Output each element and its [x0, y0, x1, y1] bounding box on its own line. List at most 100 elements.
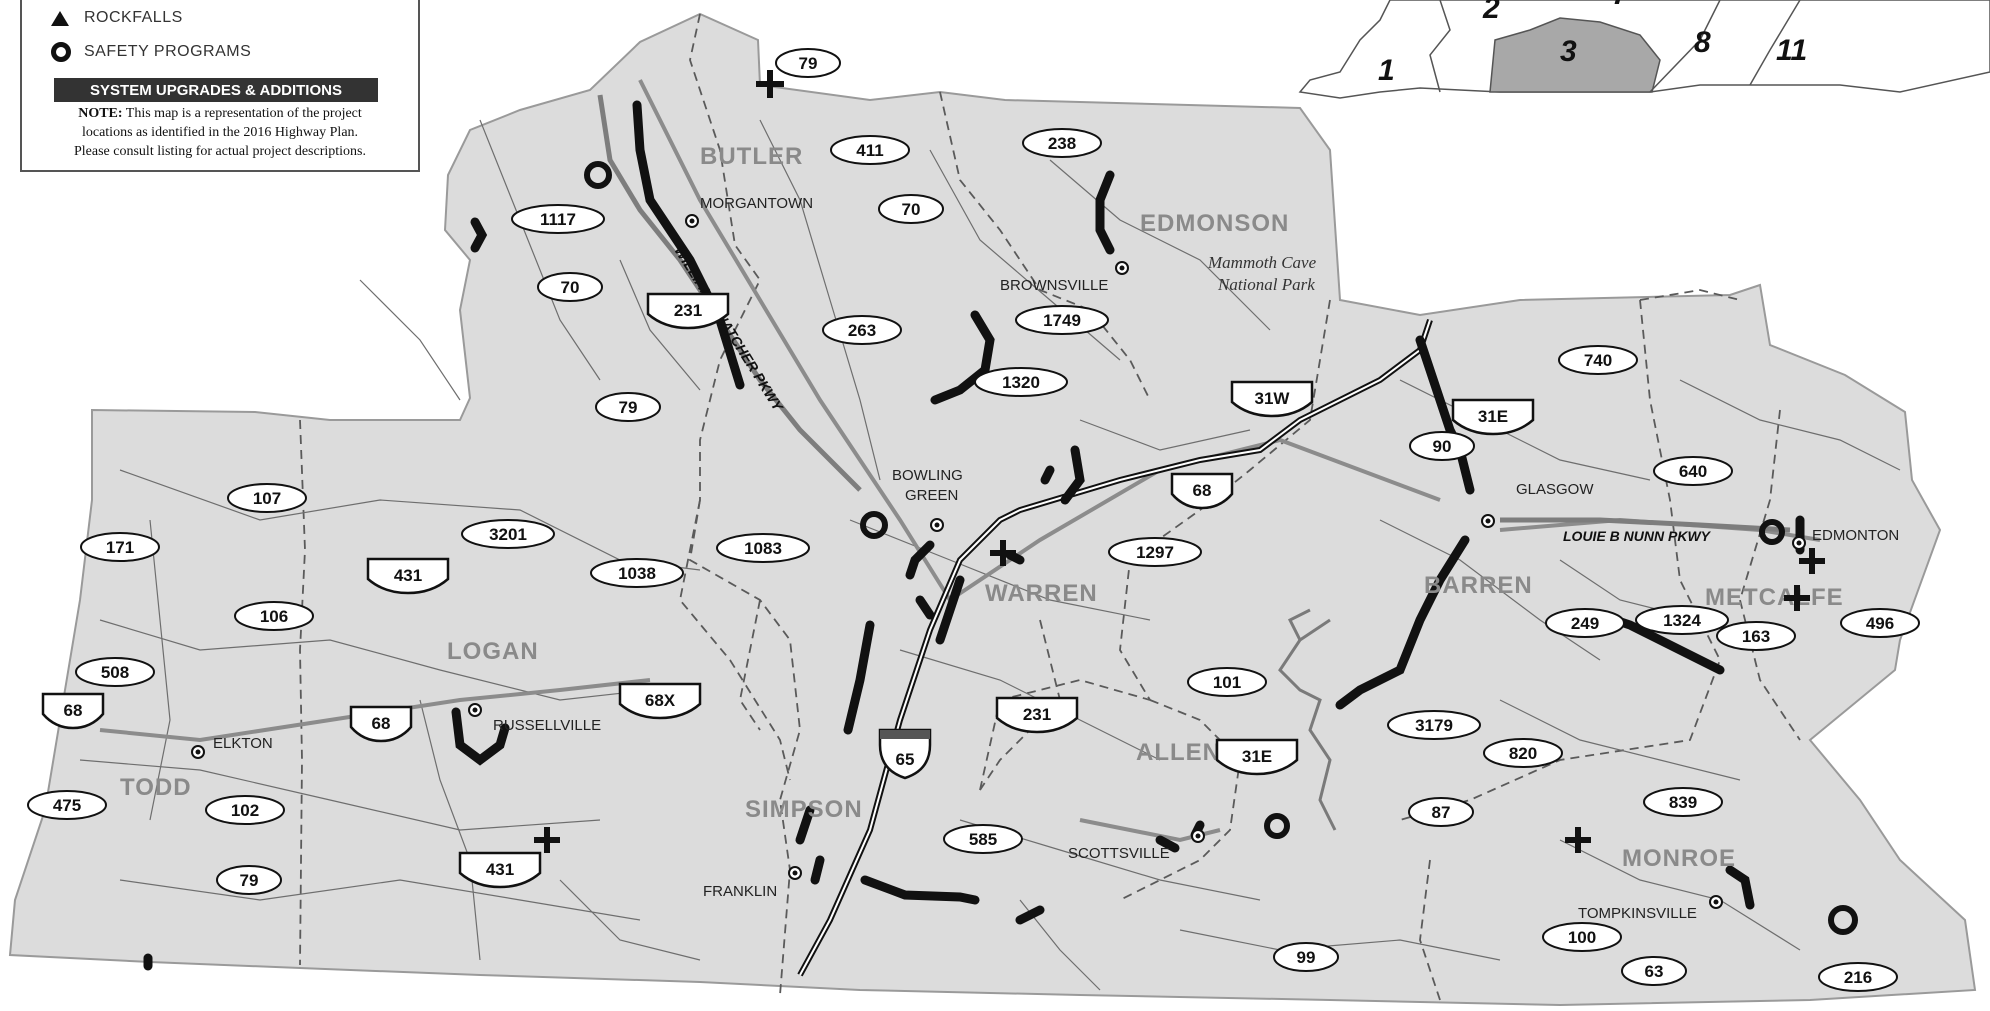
nunn-parkway-line	[1500, 517, 1791, 533]
legend-note-line3: Please consult listing for actual projec…	[74, 144, 366, 159]
us-route-label: 68X	[645, 691, 676, 710]
state-route-marker: 475	[27, 790, 107, 820]
inset-district-3	[1489, 17, 1661, 93]
town-label: TOMPKINSVILLE	[1578, 905, 1697, 922]
legend-section-title: SYSTEM UPGRADES & ADDITIONS	[54, 78, 378, 102]
us-route-label: 431	[486, 860, 514, 879]
state-route-marker: 163	[1716, 621, 1796, 651]
county-label: ALLEN	[1136, 739, 1221, 766]
state-route-marker: 249	[1545, 608, 1625, 638]
us-route-shield: 31E	[1215, 738, 1299, 776]
us-route-label: 231	[1023, 705, 1051, 724]
state-route-label: 107	[253, 489, 281, 508]
state-route-label: 820	[1509, 744, 1537, 763]
state-route-label: 79	[799, 54, 818, 73]
inset-district-number: 11	[1776, 34, 1807, 67]
state-route-label: 3201	[489, 525, 527, 544]
interstate-shield-label: 65	[896, 750, 915, 769]
state-route-marker: 640	[1653, 456, 1733, 486]
state-route-label: 839	[1669, 793, 1697, 812]
lake-feature	[1278, 608, 1337, 831]
state-route-label: 585	[969, 830, 997, 849]
state-route-marker: 106	[234, 601, 314, 631]
inset-district-number: 2	[1482, 0, 1500, 25]
state-route-marker: 90	[1409, 431, 1475, 461]
us-route-label: 231	[674, 301, 702, 320]
inset-map: 1 2 3 7 8 11	[1298, 0, 1990, 99]
state-route-marker: 79	[595, 392, 661, 422]
state-route-label: 90	[1433, 437, 1452, 456]
state-route-label: 79	[619, 398, 638, 417]
us-route-shield: 68	[41, 692, 105, 730]
state-route-marker: 585	[943, 824, 1023, 854]
state-route-marker: 100	[1542, 922, 1622, 952]
town-label: GLASGOW	[1516, 481, 1594, 498]
safety-program-markers	[584, 161, 1858, 935]
state-route-marker: 820	[1483, 738, 1563, 768]
park-label-line2: National Park	[1217, 275, 1315, 294]
state-route-label: 163	[1742, 627, 1770, 646]
town-label: FRANKLIN	[703, 883, 777, 900]
us-route-label: 31E	[1242, 747, 1272, 766]
inset-district-number: 7	[1612, 0, 1630, 11]
town-label: BOWLING	[892, 467, 963, 484]
county-label: BUTLER	[700, 143, 803, 170]
state-route-label: 1117	[540, 210, 576, 229]
us-route-shield: 68X	[618, 682, 702, 720]
interstate-shield: 65	[878, 728, 932, 780]
state-route-marker: 79	[775, 48, 841, 78]
town-label: GREEN	[905, 487, 958, 504]
legend-note-line1: This map is a representation of the proj…	[125, 106, 362, 121]
state-route-marker: 87	[1408, 797, 1474, 827]
us-route-label: 68	[1193, 481, 1212, 500]
state-route-label: 216	[1844, 968, 1872, 987]
state-route-label: 171	[106, 538, 134, 557]
town-label: ELKTON	[213, 735, 273, 752]
state-route-label: 79	[240, 871, 259, 890]
us-route-shield: 431	[366, 557, 450, 595]
state-route-label: 411	[856, 141, 883, 160]
state-route-marker: 70	[537, 272, 603, 302]
interstate-65-line	[797, 319, 1433, 977]
county-label: MONROE	[1622, 845, 1736, 872]
state-route-marker: 238	[1022, 128, 1102, 158]
state-route-marker: 1117	[511, 204, 605, 234]
triangle-icon	[50, 9, 84, 27]
state-route-marker: 216	[1818, 962, 1898, 992]
state-route-label: 1038	[618, 564, 656, 583]
state-route-label: 99	[1297, 948, 1316, 967]
state-route-marker: 839	[1643, 787, 1723, 817]
us-route-shield: 231	[646, 292, 730, 330]
state-route-marker: 70	[878, 194, 944, 224]
state-route-label: 63	[1645, 962, 1664, 981]
state-route-marker: 1297	[1108, 537, 1202, 567]
state-route-marker: 63	[1621, 956, 1687, 986]
state-route-marker: 1038	[590, 558, 684, 588]
county-label: EDMONSON	[1140, 210, 1289, 237]
us-route-label: 68	[372, 714, 391, 733]
state-route-marker: 263	[822, 315, 902, 345]
state-route-marker: 102	[205, 795, 285, 825]
town-label: RUSSELLVILLE	[493, 717, 601, 734]
state-route-label: 102	[231, 801, 259, 820]
us-route-label: 68	[64, 701, 83, 720]
state-route-label: 70	[902, 200, 921, 219]
state-route-label: 263	[848, 321, 876, 340]
state-route-marker: 79	[216, 865, 282, 895]
state-route-marker: 107	[227, 483, 307, 513]
town-label: SCOTTSVILLE	[1068, 845, 1170, 862]
state-route-label: 508	[101, 663, 129, 682]
inset-district-lines	[1429, 0, 1801, 93]
state-route-label: 106	[260, 607, 288, 626]
legend-item: SAFETY PROGRAMS	[50, 40, 251, 64]
state-route-marker: 1324	[1635, 605, 1729, 635]
legend-note: NOTE: This map is a representation of th…	[24, 104, 416, 161]
legend-item-label: SAFETY PROGRAMS	[84, 43, 252, 60]
us-route-shield: 31W	[1230, 380, 1314, 418]
state-route-label: 1324	[1663, 611, 1701, 630]
state-route-marker: 1320	[974, 367, 1068, 397]
state-route-label: 1083	[744, 539, 782, 558]
county-label: METCALFE	[1705, 584, 1844, 611]
